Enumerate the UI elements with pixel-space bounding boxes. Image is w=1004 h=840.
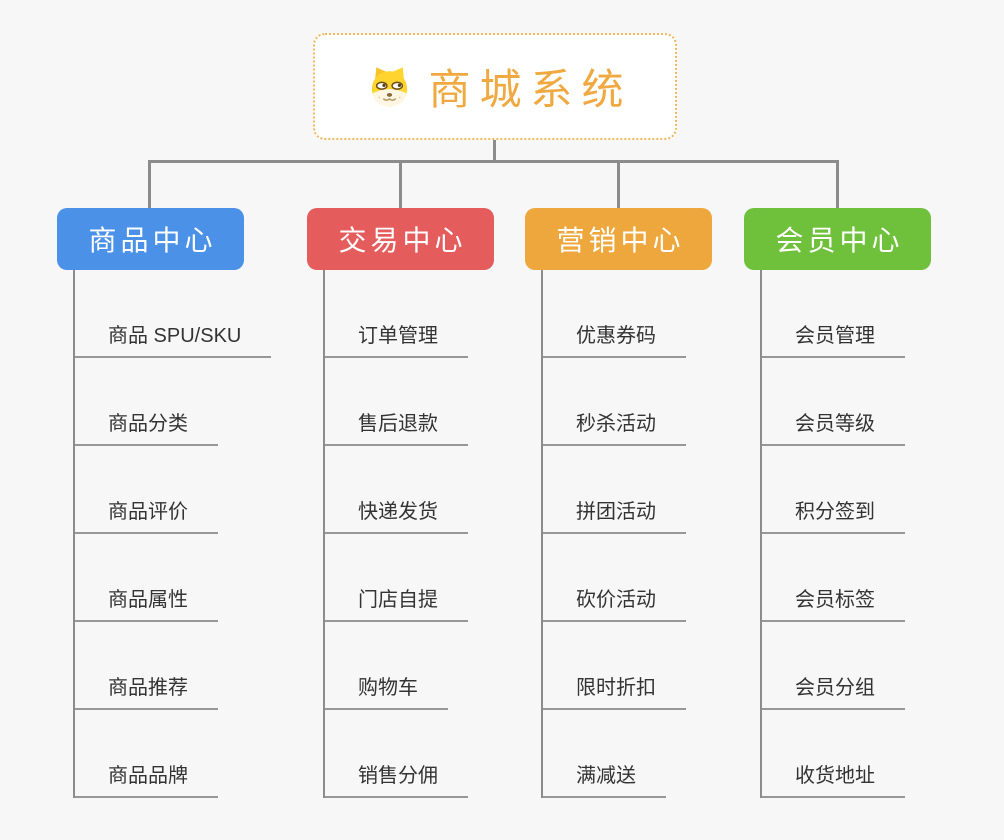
- dog-face-icon: [372, 67, 408, 107]
- root-title: 商城系统: [428, 66, 633, 113]
- leaf-row: 拼团活动: [543, 446, 712, 534]
- leaf-node-product-category[interactable]: 商品分类: [75, 407, 218, 446]
- leaf-node-product-brand[interactable]: 商品品牌: [75, 759, 218, 798]
- leaf-row: 快递发货: [325, 446, 494, 534]
- leaf-row: 优惠券码: [543, 270, 712, 358]
- leaf-node-order-management[interactable]: 订单管理: [325, 319, 468, 358]
- leaf-node-member-tag[interactable]: 会员标签: [762, 583, 905, 622]
- leaf-node-shipping-address[interactable]: 收货地址: [762, 759, 905, 798]
- leaf-node-shopping-cart[interactable]: 购物车: [325, 671, 448, 710]
- branch-node-member-center[interactable]: 会员中心: [744, 208, 931, 270]
- leaf-node-product-review[interactable]: 商品评价: [75, 495, 218, 534]
- branch-member-center: 会员中心 会员管理 会员等级 积分签到 会员标签 会员分组 收货地址: [744, 208, 931, 798]
- leaf-node-member-group[interactable]: 会员分组: [762, 671, 905, 710]
- children-trade-center: 订单管理 售后退款 快递发货 门店自提 购物车 销售分佣: [323, 270, 494, 798]
- leaf-row: 砍价活动: [543, 534, 712, 622]
- branch-node-trade-center[interactable]: 交易中心: [307, 208, 494, 270]
- leaf-row: 收货地址: [762, 710, 931, 798]
- leaf-row: 售后退款: [325, 358, 494, 446]
- leaf-node-member-level[interactable]: 会员等级: [762, 407, 905, 446]
- leaf-node-express-delivery[interactable]: 快递发货: [325, 495, 468, 534]
- connector-drop-member: [836, 160, 839, 209]
- leaf-node-product-spu-sku[interactable]: 商品 SPU/SKU: [75, 319, 272, 358]
- branch-node-marketing-center[interactable]: 营销中心: [525, 208, 712, 270]
- branch-product-center: 商品中心 商品 SPU/SKU 商品分类 商品评价 商品属性 商品推荐 商品品牌: [57, 208, 272, 798]
- leaf-row: 商品推荐: [75, 622, 244, 710]
- leaf-node-bargain-activity[interactable]: 砍价活动: [543, 583, 686, 622]
- leaf-node-spend-and-save[interactable]: 满减送: [543, 759, 666, 798]
- leaf-node-store-pickup[interactable]: 门店自提: [325, 583, 468, 622]
- leaf-row: 商品属性: [75, 534, 244, 622]
- root-node-mall-system[interactable]: 商城系统: [313, 33, 677, 140]
- leaf-row: 满减送: [543, 710, 712, 798]
- children-marketing-center: 优惠券码 秒杀活动 拼团活动 砍价活动 限时折扣 满减送: [541, 270, 712, 798]
- children-member-center: 会员管理 会员等级 积分签到 会员标签 会员分组 收货地址: [760, 270, 931, 798]
- connector-drop-product: [148, 160, 151, 209]
- leaf-row: 商品评价: [75, 446, 244, 534]
- leaf-row: 商品 SPU/SKU: [75, 270, 272, 358]
- branch-node-product-center[interactable]: 商品中心: [57, 208, 244, 270]
- connector-trunk: [148, 160, 839, 163]
- leaf-node-member-management[interactable]: 会员管理: [762, 319, 905, 358]
- leaf-row: 订单管理: [325, 270, 494, 358]
- leaf-row: 商品分类: [75, 358, 244, 446]
- leaf-row: 购物车: [325, 622, 494, 710]
- leaf-row: 会员分组: [762, 622, 931, 710]
- leaf-node-coupon-code[interactable]: 优惠券码: [543, 319, 686, 358]
- connector-drop-marketing: [617, 160, 620, 209]
- leaf-node-limited-time-discount[interactable]: 限时折扣: [543, 671, 686, 710]
- leaf-row: 销售分佣: [325, 710, 494, 798]
- leaf-row: 会员管理: [762, 270, 931, 358]
- leaf-row: 秒杀活动: [543, 358, 712, 446]
- children-product-center: 商品 SPU/SKU 商品分类 商品评价 商品属性 商品推荐 商品品牌: [73, 270, 272, 798]
- branch-marketing-center: 营销中心 优惠券码 秒杀活动 拼团活动 砍价活动 限时折扣 满减送: [525, 208, 712, 798]
- leaf-node-aftersale-refund[interactable]: 售后退款: [325, 407, 468, 446]
- connector-root-stub: [493, 140, 496, 162]
- leaf-node-product-attribute[interactable]: 商品属性: [75, 583, 218, 622]
- leaf-row: 限时折扣: [543, 622, 712, 710]
- leaf-node-points-checkin[interactable]: 积分签到: [762, 495, 905, 534]
- connector-drop-trade: [399, 160, 402, 209]
- leaf-node-sales-commission[interactable]: 销售分佣: [325, 759, 468, 798]
- leaf-row: 积分签到: [762, 446, 931, 534]
- leaf-row: 会员标签: [762, 534, 931, 622]
- leaf-row: 商品品牌: [75, 710, 244, 798]
- leaf-node-group-buy[interactable]: 拼团活动: [543, 495, 686, 534]
- leaf-node-flash-sale[interactable]: 秒杀活动: [543, 407, 686, 446]
- leaf-row: 门店自提: [325, 534, 494, 622]
- leaf-row: 会员等级: [762, 358, 931, 446]
- leaf-node-product-recommend[interactable]: 商品推荐: [75, 671, 218, 710]
- branch-trade-center: 交易中心 订单管理 售后退款 快递发货 门店自提 购物车 销售分佣: [307, 208, 494, 798]
